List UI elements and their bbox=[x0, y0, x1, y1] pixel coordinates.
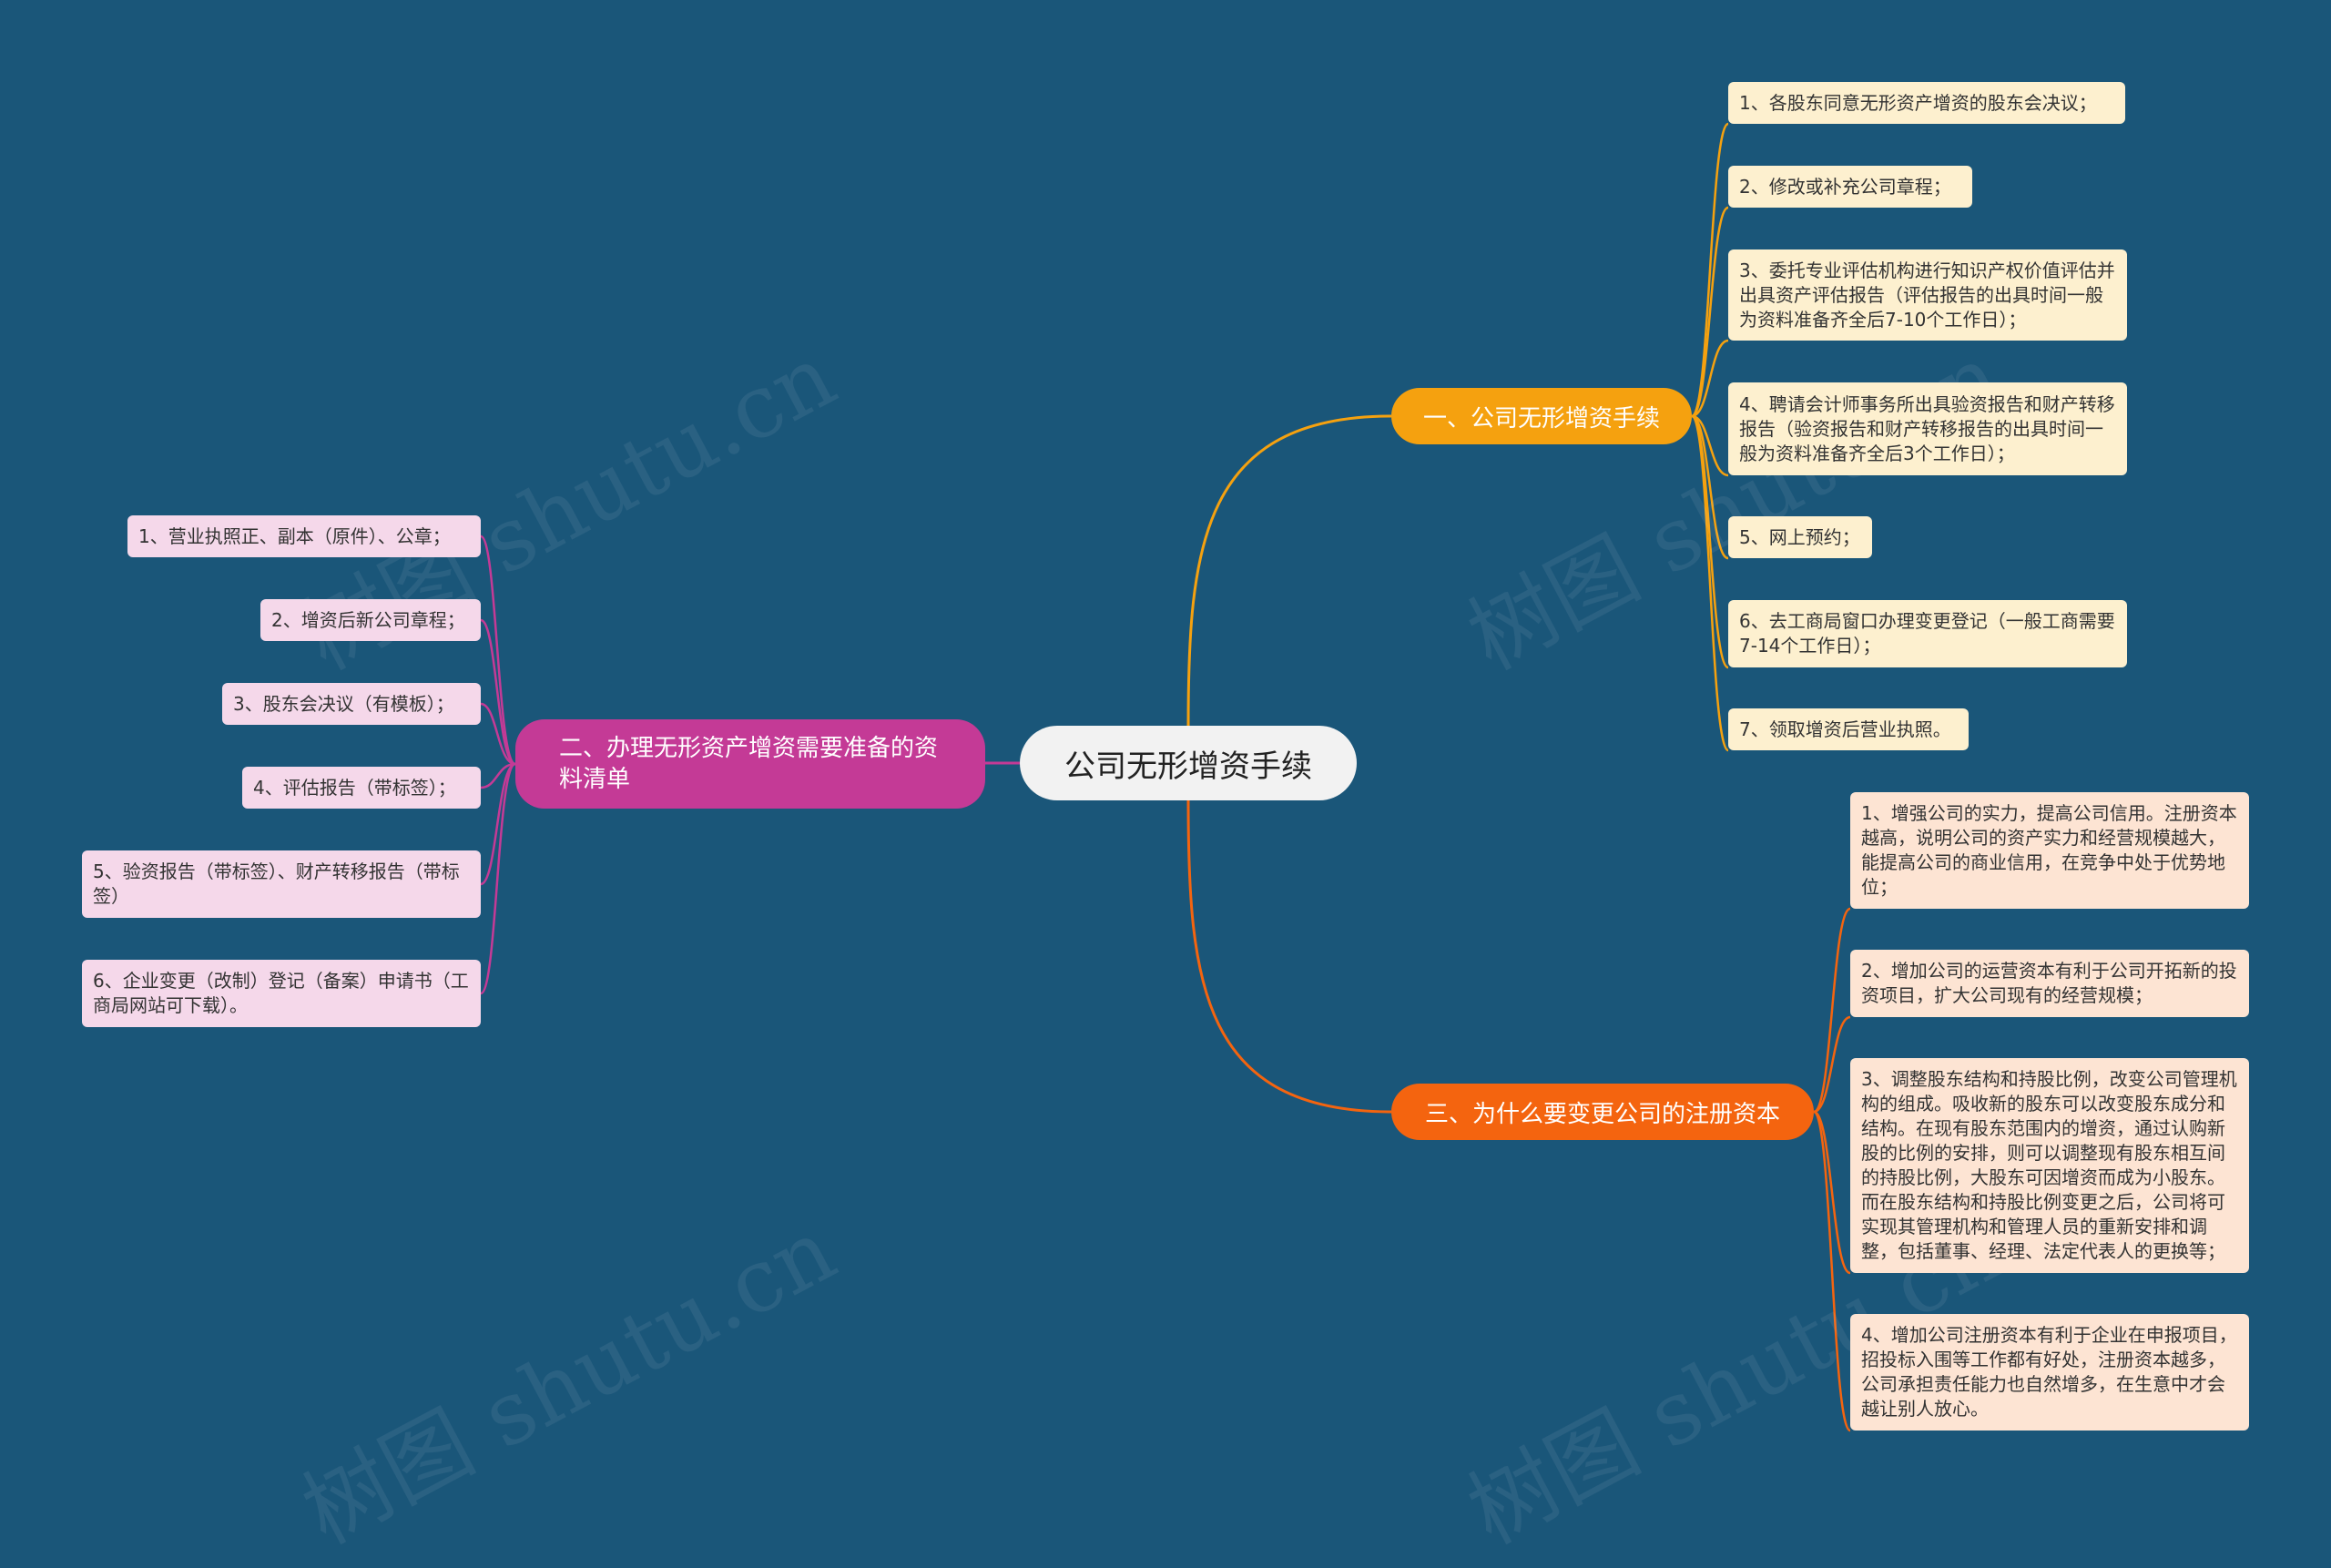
procedure-item[interactable]: 4、聘请会计师事务所出具验资报告和财产转移报告（验资报告和财产转移报告的出具时间… bbox=[1728, 382, 2127, 475]
reason-item[interactable]: 1、增强公司的实力，提高公司信用。注册资本越高，说明公司的资产实力和经营规模越大… bbox=[1850, 792, 2249, 909]
connector-line bbox=[480, 702, 516, 766]
root-topic[interactable]: 公司无形增资手续 bbox=[1020, 726, 1357, 800]
document-item[interactable]: 5、验资报告（带标签）、财产转移报告（带标签） bbox=[82, 850, 481, 918]
document-item[interactable]: 6、企业变更（改制）登记（备案）申请书（工商局网站可下载）。 bbox=[82, 960, 481, 1027]
branch-why-change-capital[interactable]: 三、为什么要变更公司的注册资本 bbox=[1391, 1084, 1814, 1140]
connector-lines bbox=[479, 122, 1852, 1432]
connector-line bbox=[1186, 799, 1392, 1114]
connector-line bbox=[479, 535, 516, 766]
connector-line bbox=[1813, 907, 1851, 1114]
procedure-item[interactable]: 3、委托专业评估机构进行知识产权价值评估并出具资产评估报告（评估报告的出具时间一… bbox=[1728, 249, 2127, 341]
connector-line bbox=[1691, 206, 1729, 418]
connector-line bbox=[479, 762, 516, 995]
connector-line bbox=[1691, 339, 1729, 418]
reason-item[interactable]: 3、调整股东结构和持股比例，改变公司管理机构的组成。吸收新的股东可以改变股东成分… bbox=[1850, 1058, 2249, 1273]
branch-document-list[interactable]: 二、办理无形资产增资需要准备的资料清单 bbox=[515, 719, 985, 809]
connector-line bbox=[1690, 122, 1730, 418]
connector-line bbox=[480, 762, 516, 789]
connector-line bbox=[480, 618, 516, 766]
procedure-item[interactable]: 2、修改或补充公司章程； bbox=[1728, 166, 1972, 208]
reason-item[interactable]: 2、增加公司的运营资本有利于公司开拓新的投资项目，扩大公司现有的经营规模； bbox=[1850, 950, 2249, 1017]
connector-line bbox=[1186, 414, 1392, 727]
branch-procedures[interactable]: 一、公司无形增资手续 bbox=[1391, 388, 1692, 444]
connector-line bbox=[1690, 414, 1730, 752]
connector-line bbox=[1691, 414, 1729, 560]
connector-line bbox=[480, 762, 516, 886]
procedure-item[interactable]: 5、网上预约； bbox=[1728, 516, 1872, 558]
document-item[interactable]: 3、股东会决议（有模板）； bbox=[222, 683, 481, 725]
procedure-item[interactable]: 7、领取增资后营业执照。 bbox=[1728, 708, 1969, 750]
connector-line bbox=[1812, 1110, 1852, 1432]
connector-line bbox=[1813, 1015, 1851, 1114]
reason-item[interactable]: 4、增加公司注册资本有利于企业在申报项目，招投标入围等工作都有好处，注册资本越多… bbox=[1850, 1314, 2249, 1431]
connector-line bbox=[1813, 1110, 1851, 1275]
document-item[interactable]: 4、评估报告（带标签）； bbox=[242, 767, 481, 809]
document-item[interactable]: 2、增资后新公司章程； bbox=[260, 599, 481, 641]
procedure-item[interactable]: 6、去工商局窗口办理变更登记（一般工商需要7-14个工作日）； bbox=[1728, 600, 2127, 667]
connector-line bbox=[1690, 414, 1730, 669]
document-item[interactable]: 1、营业执照正、副本（原件）、公章； bbox=[127, 515, 481, 557]
procedure-item[interactable]: 1、各股东同意无形资产增资的股东会决议； bbox=[1728, 82, 2125, 124]
connector-line bbox=[1691, 414, 1729, 477]
